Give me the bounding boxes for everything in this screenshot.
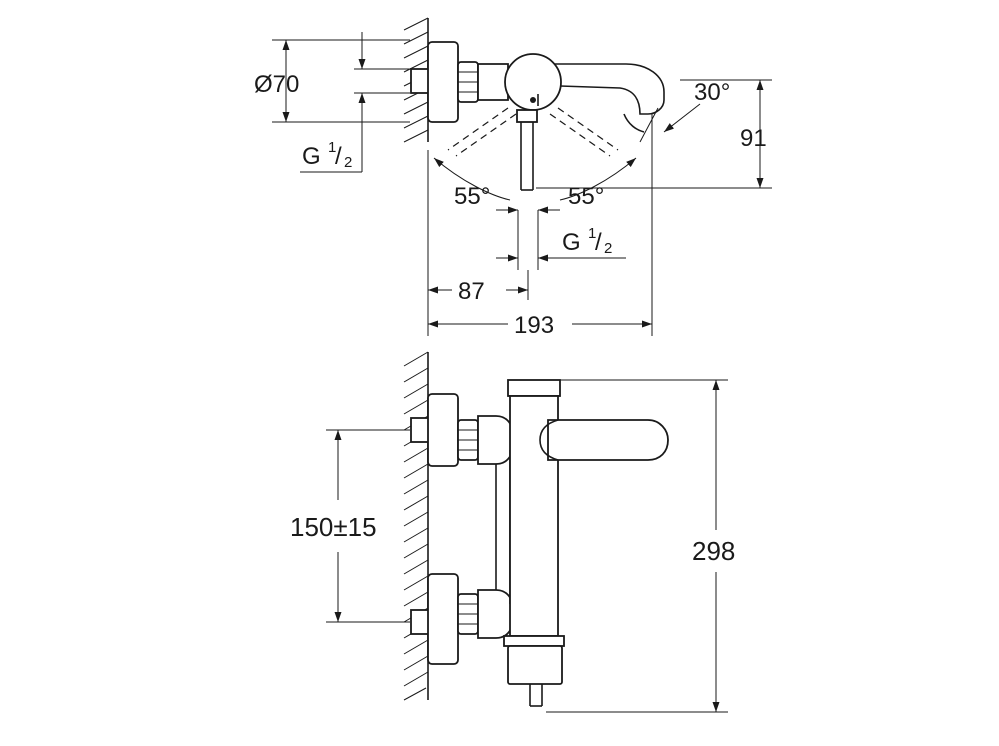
- thread-bottom-den: 2: [604, 240, 612, 257]
- upper-connection: [410, 393, 515, 467]
- dim-193-label: 193: [514, 312, 554, 339]
- thread-left-prefix: G: [302, 143, 321, 170]
- angle-spout-label: 30°: [694, 79, 730, 106]
- thread-bottom-prefix: G: [562, 229, 581, 256]
- dim-thread-bottom: G 1 / 2: [496, 206, 626, 270]
- dim-193: 193: [428, 114, 653, 339]
- centers-label: 150±15: [290, 512, 377, 542]
- mixer-cylinder: [503, 379, 669, 707]
- height-spout-label: 91: [740, 125, 767, 152]
- dim-thread-left: G 1 / 2: [300, 32, 410, 173]
- dim-height: 298: [546, 379, 735, 713]
- connection-top: [410, 41, 509, 123]
- thread-bottom-num: 1: [588, 225, 596, 242]
- angle-right-label: 55°: [568, 183, 604, 210]
- lever-swing: [447, 107, 619, 157]
- angle-left-label: 55°: [454, 183, 490, 210]
- dim-87: 87: [427, 150, 529, 336]
- wall-front: [403, 351, 429, 701]
- thread-bottom-slash: /: [595, 229, 602, 256]
- dim-angle-30: 30°: [639, 79, 730, 143]
- height-label: 298: [692, 536, 735, 566]
- dim-87-label: 87: [458, 278, 485, 305]
- vertical-pipe: [495, 450, 511, 604]
- mixer-top: [504, 53, 665, 191]
- lower-connection: [410, 573, 515, 665]
- dim-centers: 150±15: [290, 429, 410, 623]
- top-view: Ø70 G 1 / 2 30° 91: [254, 17, 772, 339]
- thread-left-num: 1: [328, 139, 336, 156]
- thread-left-den: 2: [344, 154, 352, 171]
- dim-angles-55: 55° 55°: [433, 157, 637, 210]
- diameter-label: Ø70: [254, 71, 299, 98]
- thread-left-slash: /: [335, 143, 342, 170]
- dim-diameter: Ø70: [254, 39, 410, 123]
- dim-91: 91: [536, 79, 772, 189]
- front-view: 150±15 298: [290, 351, 735, 713]
